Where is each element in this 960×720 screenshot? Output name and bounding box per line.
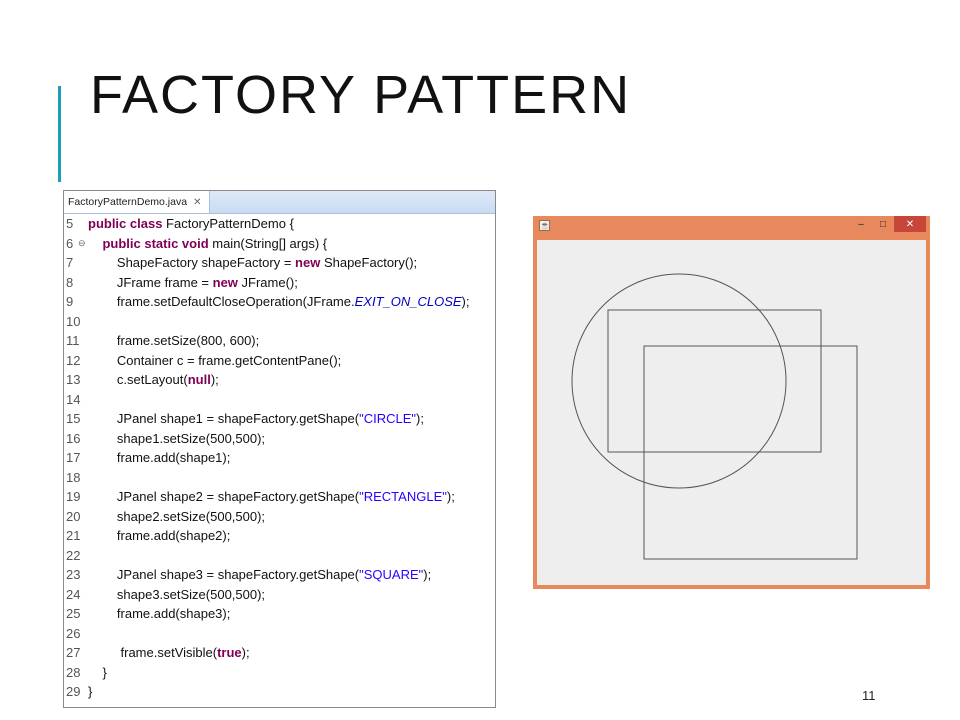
code-line: 19 JPanel shape2 = shapeFactory.getShape… <box>64 487 495 507</box>
line-number: 17 <box>66 450 81 465</box>
code-text: frame.add(shape2); <box>88 528 231 543</box>
window-content-pane <box>537 240 926 585</box>
line-number: 25 <box>66 606 81 621</box>
line-number: 26 <box>66 625 81 641</box>
close-icon[interactable]: ✕ <box>193 196 202 208</box>
code-line: 25 frame.add(shape3); <box>64 604 495 624</box>
rectangle-shape <box>607 309 822 453</box>
code-text: Container c = frame.getContentPane(); <box>88 352 342 368</box>
minimize-button[interactable]: – <box>858 218 864 230</box>
line-number: 28 <box>66 664 81 680</box>
code-line: 18 <box>64 468 495 488</box>
code-text: } <box>88 664 107 680</box>
code-text: public static void main(String[] args) { <box>102 235 328 251</box>
maximize-button[interactable]: □ <box>879 218 887 230</box>
code-line: 22 <box>64 546 495 566</box>
code-text: frame.setSize(800, 600); <box>88 333 260 348</box>
code-text: ShapeFactory shapeFactory = new ShapeFac… <box>88 255 418 270</box>
java-window: ☕ – □ ✕ <box>533 216 930 589</box>
line-number: 13 <box>66 372 81 387</box>
circle-shape <box>571 273 787 489</box>
fold-toggle-icon[interactable]: ⊖ <box>78 237 86 248</box>
line-number: 5 <box>66 216 74 231</box>
square-shape <box>643 345 858 560</box>
code-line: 16 shape1.setSize(500,500); <box>64 429 495 449</box>
code-line: 17 frame.add(shape1); <box>64 448 495 468</box>
window-controls: – □ ✕ <box>850 216 926 232</box>
line-number: 6 <box>66 235 74 251</box>
line-number: 24 <box>66 586 81 602</box>
code-line: 20 shape2.setSize(500,500); <box>64 507 495 527</box>
code-line: 24 shape3.setSize(500,500); <box>64 585 495 605</box>
editor-tab-bar: FactoryPatternDemo.java ✕ <box>64 191 495 214</box>
line-number: 9 <box>66 294 74 309</box>
line-number: 29 <box>66 684 81 699</box>
code-text: frame.setVisible(true); <box>88 645 250 660</box>
code-line: 29} <box>64 682 495 702</box>
code-line: 12 Container c = frame.getContentPane(); <box>64 351 495 371</box>
code-text: c.setLayout(null); <box>88 372 219 387</box>
code-line: 5 public class FactoryPatternDemo { <box>64 214 495 234</box>
code-editor: FactoryPatternDemo.java ✕ 5 public class … <box>63 190 496 708</box>
line-number: 27 <box>66 645 81 660</box>
code-line: 28 } <box>64 663 495 683</box>
code-text: shape1.setSize(500,500); <box>88 430 266 446</box>
line-number: 23 <box>66 567 81 582</box>
code-line: 8 JFrame frame = new JFrame(); <box>64 273 495 293</box>
close-button[interactable]: ✕ <box>894 216 926 232</box>
code-text: shape3.setSize(500,500); <box>88 586 266 602</box>
code-line: 9 frame.setDefaultCloseOperation(JFrame.… <box>64 292 495 312</box>
code-text: JPanel shape2 = shapeFactory.getShape("R… <box>88 489 455 504</box>
line-number: 21 <box>66 528 81 543</box>
line-number: 12 <box>66 352 81 368</box>
code-line: 6 ⊖ public static void main(String[] args… <box>64 234 495 254</box>
code-text: JPanel shape3 = shapeFactory.getShape("S… <box>88 567 432 582</box>
code-line: 13 c.setLayout(null); <box>64 370 495 390</box>
line-number: 15 <box>66 411 81 426</box>
code-text: JFrame frame = new JFrame(); <box>88 274 298 290</box>
line-number: 14 <box>66 391 81 407</box>
code-text: } <box>88 684 93 699</box>
accent-bar <box>58 86 61 182</box>
line-number: 18 <box>66 469 81 485</box>
slide-title: FACTORY PATTERN <box>90 65 632 125</box>
shapes-canvas <box>571 273 858 560</box>
code-line: 15 JPanel shape1 = shapeFactory.getShape… <box>64 409 495 429</box>
code-line: 7 ShapeFactory shapeFactory = new ShapeF… <box>64 253 495 273</box>
code-line: 11 frame.setSize(800, 600); <box>64 331 495 351</box>
code-line: 21 frame.add(shape2); <box>64 526 495 546</box>
line-number: 19 <box>66 489 81 504</box>
code-text: frame.add(shape1); <box>88 450 231 465</box>
code-text: frame.setDefaultCloseOperation(JFrame.EX… <box>88 294 470 309</box>
page-number: 11 <box>862 688 876 703</box>
code-text: public class FactoryPatternDemo { <box>88 216 294 231</box>
line-number: 16 <box>66 430 81 446</box>
code-line: 10 <box>64 312 495 332</box>
java-icon[interactable]: ☕ <box>539 220 550 231</box>
code-line: 26 <box>64 624 495 644</box>
line-number: 22 <box>66 547 81 563</box>
line-number: 7 <box>66 255 74 270</box>
code-area[interactable]: 5 public class FactoryPatternDemo { 6 ⊖ pub… <box>64 214 495 707</box>
code-line: 23 JPanel shape3 = shapeFactory.getShape… <box>64 565 495 585</box>
editor-tab-factorypatterndemo[interactable]: FactoryPatternDemo.java ✕ <box>64 191 211 213</box>
line-number: 20 <box>66 508 81 524</box>
window-titlebar[interactable]: ☕ – □ ✕ <box>533 216 930 236</box>
code-line: 14 <box>64 390 495 410</box>
line-number: 10 <box>66 313 81 329</box>
code-text: shape2.setSize(500,500); <box>88 508 266 524</box>
line-number: 8 <box>66 274 74 290</box>
code-text: JPanel shape1 = shapeFactory.getShape("C… <box>88 411 424 426</box>
code-text: frame.add(shape3); <box>88 606 231 621</box>
line-number: 11 <box>66 333 80 348</box>
code-line: 27 frame.setVisible(true); <box>64 643 495 663</box>
editor-tab-label: FactoryPatternDemo.java <box>68 196 188 208</box>
